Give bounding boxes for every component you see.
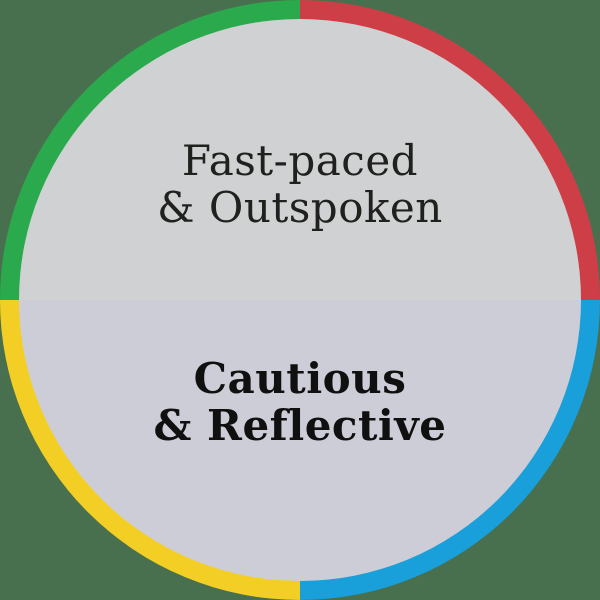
bottom-half-label: Cautious & Reflective [0, 355, 600, 449]
top-half-label-line1: Fast-paced [181, 136, 419, 185]
bottom-half-label-line2: & Reflective [153, 401, 447, 450]
top-half-label-line2: & Outspoken [157, 183, 443, 232]
top-half-label: Fast-paced & Outspoken [0, 137, 600, 231]
bottom-half-label-line1: Cautious [193, 354, 407, 403]
wheel-inner-circle [19, 19, 581, 581]
